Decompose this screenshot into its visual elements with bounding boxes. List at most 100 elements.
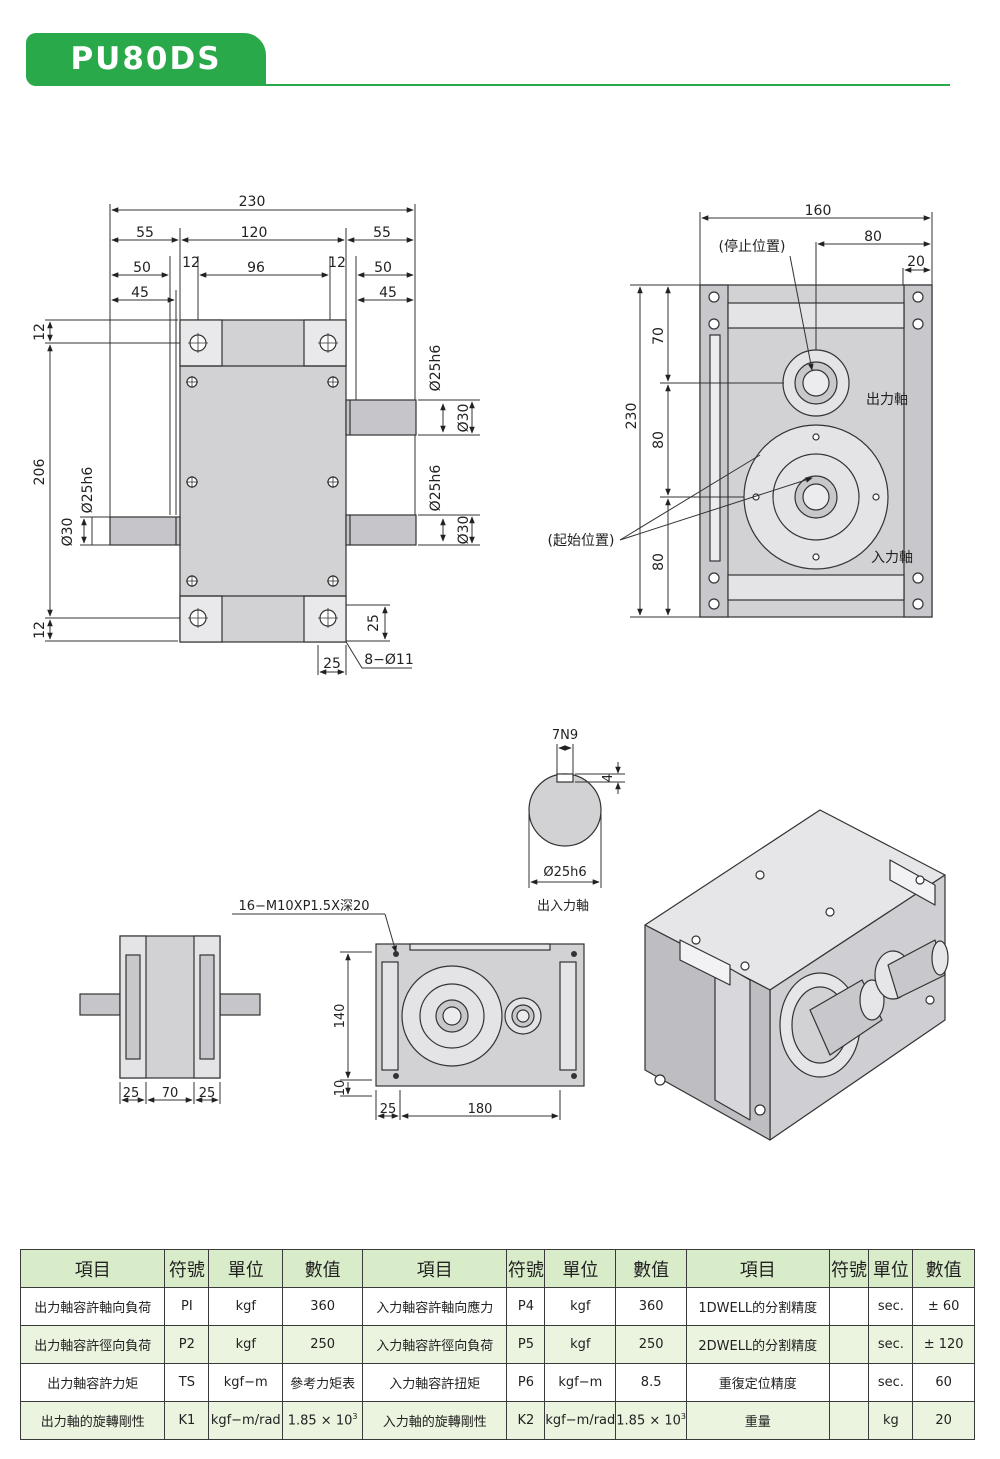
dim-text: 120 [241,225,268,241]
top-view-text: 16−M10XP1.5X深20 140 10 25 180 [238,899,492,1117]
thread-spec-text: 16−M10XP1.5X深20 [238,899,369,914]
dim-text: 25 [380,1102,397,1117]
input-shaft-label: 入力軸 [871,550,913,566]
table-cell [828,1325,870,1364]
header-item: 項目 [361,1249,508,1288]
table-cell: kgf [208,1287,284,1326]
table-cell: 2DWELL的分割精度 [686,1325,830,1364]
table-cell: kgf−m [208,1363,284,1402]
table-header-row: 項目 符號 單位 數值 項目 符號 單位 數值 項目 符號 單位 數值 [19,1249,975,1288]
table-cell: ± 120 [912,1325,975,1364]
table-cell: sec. [868,1325,914,1364]
keyway-width-text: 7N9 [552,728,578,743]
isometric-view [644,809,949,1141]
dim-text: 70 [651,327,667,345]
header-item: 項目 [19,1249,166,1288]
dim-text: 50 [133,260,151,276]
keyway-label: 出入力軸 [537,899,589,914]
table-cell [828,1401,870,1440]
header-value: 數值 [282,1249,363,1288]
dim-text: Ø25h6 [428,465,444,512]
start-position-label: (起始位置) [548,533,615,549]
header-unit: 單位 [544,1249,617,1288]
technical-drawing: 230 55 120 55 50 12 96 12 50 45 45 12 20… [32,194,949,1141]
dim-text: 70 [162,1086,179,1101]
dim-text: 96 [247,260,265,276]
end-view [79,935,261,1104]
dim-text: 230 [239,194,266,210]
keyway-text: 7N9 4 Ø25h6 出入力軸 [537,728,616,914]
dim-text: Ø30 [456,404,472,433]
dim-text: Ø25h6 [80,467,96,514]
table-cell: kgf−m/rad [544,1401,617,1440]
spec-table: 項目 符號 單位 數值 項目 符號 單位 數值 項目 符號 單位 數值 出力軸容… [19,1249,975,1440]
table-cell: kg [868,1401,914,1440]
table-cell: 出力軸容許軸向負荷 [19,1287,166,1326]
table-cell: P5 [506,1325,546,1364]
header-tab: PU80DS [26,33,266,86]
page-title: PU80DS [70,41,222,77]
table-cell: 60 [912,1363,975,1402]
exponent: 3 [680,1412,687,1422]
table-row: 出力軸的旋轉剛性 K1 kgf−m/rad 1.85 × 103 入力軸的旋轉剛… [19,1401,975,1440]
dim-text: 25 [323,656,341,672]
dim-text: Ø25h6 [428,345,444,392]
front-view-dimension-text: 230 55 120 55 50 12 96 12 50 45 45 12 20… [32,194,472,672]
table-cell: 1.85 × 103 [282,1401,363,1440]
table-cell: kgf [208,1325,284,1364]
table-cell: 250 [615,1325,688,1364]
table-cell: 重量 [686,1401,830,1440]
side-view-dimensions [619,212,933,618]
dim-text: 180 [468,1102,493,1117]
table-cell: kgf−m/rad [208,1401,284,1440]
table-cell: 360 [282,1287,363,1326]
table-cell: kgf−m [544,1363,617,1402]
dim-text: 80 [651,553,667,571]
table-cell: 8.5 [615,1363,688,1402]
dim-text: 55 [373,225,391,241]
table-cell: P6 [506,1363,546,1402]
table-cell: 出力軸容許力矩 [19,1363,166,1402]
keyway-dia-text: Ø25h6 [543,865,586,880]
header-unit: 單位 [868,1249,914,1288]
output-shaft-label: 出力軸 [866,392,908,408]
dim-text: 50 [374,260,392,276]
keyway-depth-text: 4 [601,774,616,782]
table-row: 出力軸容許力矩 TS kgf−m 參考力矩表 入力軸容許扭矩 P6 kgf−m … [19,1363,975,1402]
dim-text: Ø30 [456,516,472,545]
table-cell: K1 [164,1401,210,1440]
table-cell: 250 [282,1325,363,1364]
table-cell: 入力軸容許徑向負荷 [361,1325,508,1364]
table-cell: 重復定位精度 [686,1363,830,1402]
header-symbol: 符號 [164,1249,210,1288]
table-cell: 參考力矩表 [282,1363,363,1402]
dim-text: 206 [32,459,48,486]
front-view [45,204,480,675]
dim-text: 45 [379,285,397,301]
dim-text: 10 [333,1080,348,1097]
dim-text: 230 [624,403,640,430]
table-row: 出力軸容許軸向負荷 PI kgf 360 入力軸容許軸向應力 P4 kgf 36… [19,1287,975,1326]
table-cell: kgf [544,1325,617,1364]
header-value: 數值 [615,1249,688,1288]
dim-text: 8−Ø11 [364,652,413,668]
table-cell: sec. [868,1287,914,1326]
table-cell: 出力軸容許徑向負荷 [19,1325,166,1364]
stiffness-value: 1.85 × 10 [287,1413,353,1429]
table-cell: 出力軸的旋轉剛性 [19,1401,166,1440]
table-cell: 入力軸容許扭矩 [361,1363,508,1402]
table-cell [828,1287,870,1326]
side-view-text: 160 80 20 230 70 80 80 (停止位置) (起始位置) 出力軸… [548,203,925,571]
stop-position-label: (停止位置) [719,238,786,255]
header-value: 數值 [912,1249,975,1288]
dim-text: 25 [123,1086,140,1101]
dim-text: 20 [907,254,925,270]
dim-text: 12 [32,621,48,639]
dim-text: 12 [32,323,48,341]
table-cell: 360 [615,1287,688,1326]
table-cell: P4 [506,1287,546,1326]
header-item: 項目 [686,1249,830,1288]
table-cell: 入力軸的旋轉剛性 [361,1401,508,1440]
dim-text: Ø30 [60,518,76,547]
table-cell: ± 60 [912,1287,975,1326]
